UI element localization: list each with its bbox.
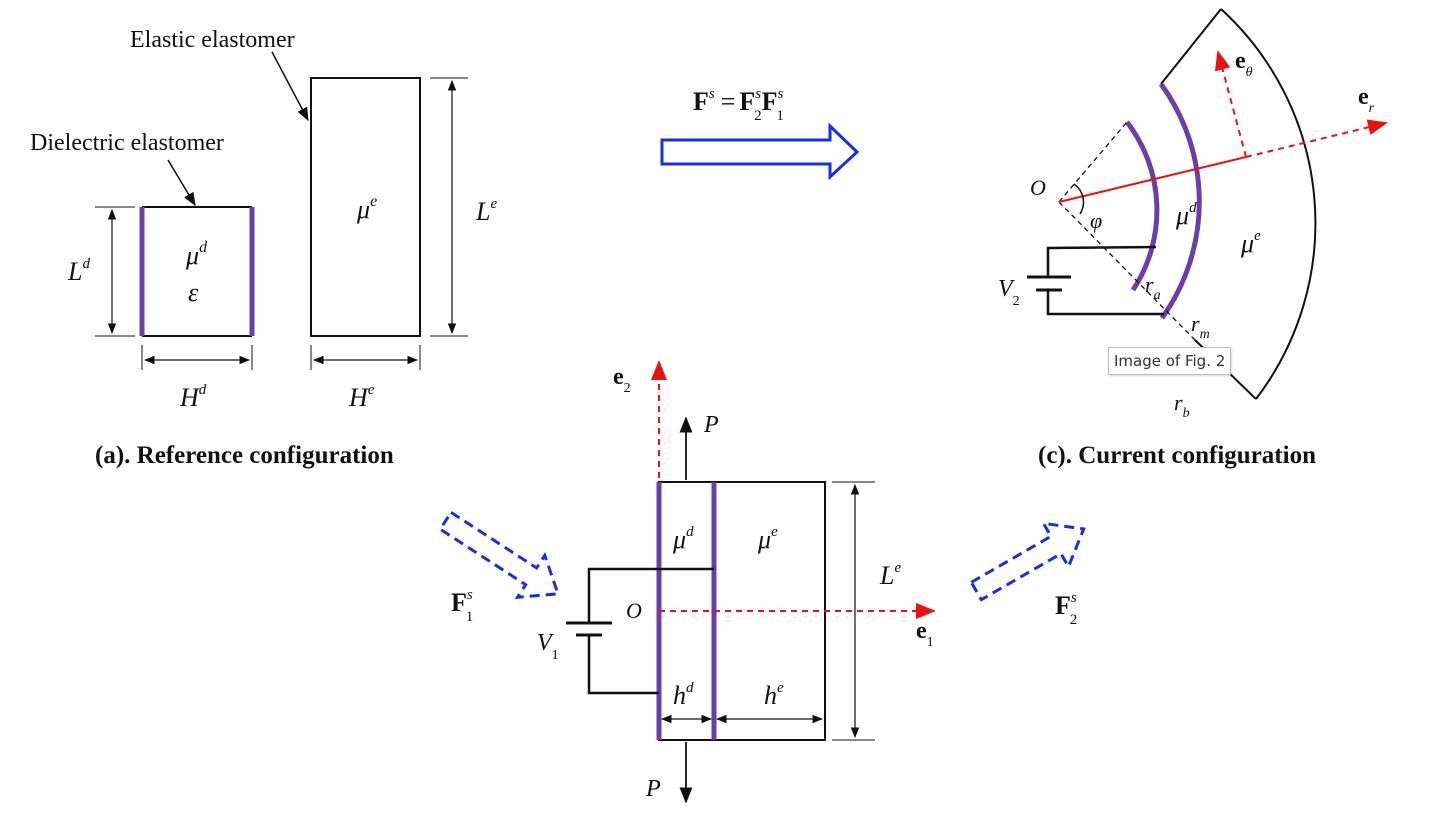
svg-text:Ld: Ld — [67, 256, 90, 286]
mapping-arrow — [660, 122, 860, 181]
svg-text:Le: Le — [475, 196, 497, 226]
elastic-elastomer-label: Elastic elastomer — [130, 27, 295, 53]
svg-text:μe: μe — [356, 193, 377, 224]
voltage-source-v2 — [1027, 245, 1164, 316]
caption-c: (c). Current configuration — [1038, 442, 1316, 469]
h-e-label: h — [764, 681, 777, 710]
F2-label: F — [1055, 591, 1071, 620]
O-label-cur: O — [1030, 175, 1046, 200]
svg-text:V2: V2 — [998, 276, 1020, 309]
P-top-label: P — [703, 412, 719, 438]
mu-e-mid: μ — [757, 525, 771, 554]
epsilon-label: ε — [188, 278, 199, 307]
elastic-block-ref — [310, 77, 421, 337]
r-b-label: r — [1174, 390, 1183, 415]
svg-text:e2: e2 — [613, 364, 631, 396]
dielectric-elastomer-label: Dielectric elastomer — [30, 130, 224, 156]
mu-d-mid: μ — [672, 525, 686, 554]
e1-label: e — [916, 618, 927, 644]
r-a-label: r — [1145, 272, 1154, 297]
svg-text:μd: μd — [1175, 200, 1197, 230]
reference-configuration: Elastic elastomer Dielectric elastomer μ… — [30, 27, 497, 469]
mu-d-ref: μ — [185, 241, 199, 270]
outer-arc — [1220, 8, 1317, 400]
caption-a: (a). Reference configuration — [95, 442, 394, 469]
mu-e-cur: μ — [1240, 229, 1254, 258]
voltage-source-v1 — [566, 567, 714, 695]
h-d-label: h — [673, 681, 686, 710]
phi-label: φ — [1090, 208, 1102, 233]
svg-text:Fs2: Fs2 — [1055, 590, 1077, 628]
P-bottom-label: P — [645, 776, 661, 802]
svg-text:he: he — [764, 680, 784, 710]
r-m-label: r — [1191, 311, 1200, 336]
svg-text:ra: ra — [1145, 272, 1161, 303]
svg-text:rb: rb — [1174, 390, 1190, 421]
F1-label: F — [451, 588, 467, 617]
svg-text:eθ: eθ — [1235, 48, 1253, 80]
F1-arrow — [438, 510, 561, 600]
svg-text:e1: e1 — [916, 618, 934, 650]
mu-d-cur: μ — [1175, 201, 1189, 230]
svg-text:He: He — [348, 382, 375, 412]
e-theta-label: e — [1235, 48, 1246, 74]
L-e-label-mid: L — [879, 561, 894, 590]
svg-text:er: er — [1358, 84, 1375, 116]
L-d-label: L — [67, 257, 82, 286]
current-configuration: eθ er O φ μd μe V2 ra rm rb (c). Current… — [998, 8, 1388, 469]
O-label-mid: O — [626, 598, 642, 623]
svg-text:hd: hd — [673, 680, 694, 710]
dielectric-block-ref — [139, 206, 255, 337]
e2-label: e — [613, 364, 624, 390]
svg-text:V1: V1 — [537, 630, 559, 663]
e-r-label: e — [1358, 84, 1369, 110]
electrode-arc-outer — [1158, 82, 1202, 320]
V1-label: V — [537, 630, 554, 656]
svg-text:μe: μe — [1240, 228, 1261, 258]
svg-text:μe: μe — [757, 524, 778, 554]
electrode-arc-inner — [1125, 120, 1160, 292]
H-e-label: H — [348, 383, 369, 412]
svg-text:Fs1: Fs1 — [451, 587, 473, 625]
L-e-label-ref: L — [475, 197, 490, 226]
svg-text:μd: μd — [672, 524, 694, 554]
svg-text:rm: rm — [1191, 311, 1210, 342]
svg-text:Hd: Hd — [179, 382, 207, 412]
H-d-label: H — [179, 383, 200, 412]
svg-text:Le: Le — [879, 560, 901, 590]
V2-label: V — [998, 276, 1015, 302]
svg-text:μd: μd — [185, 239, 208, 270]
mu-e-ref: μ — [356, 195, 370, 224]
intermediate-configuration: e2 e1 P P O V1 μd μe hd he Le — [537, 360, 936, 804]
F2-arrow — [969, 521, 1086, 602]
image-tooltip: Image of Fig. 2 — [1108, 347, 1232, 375]
